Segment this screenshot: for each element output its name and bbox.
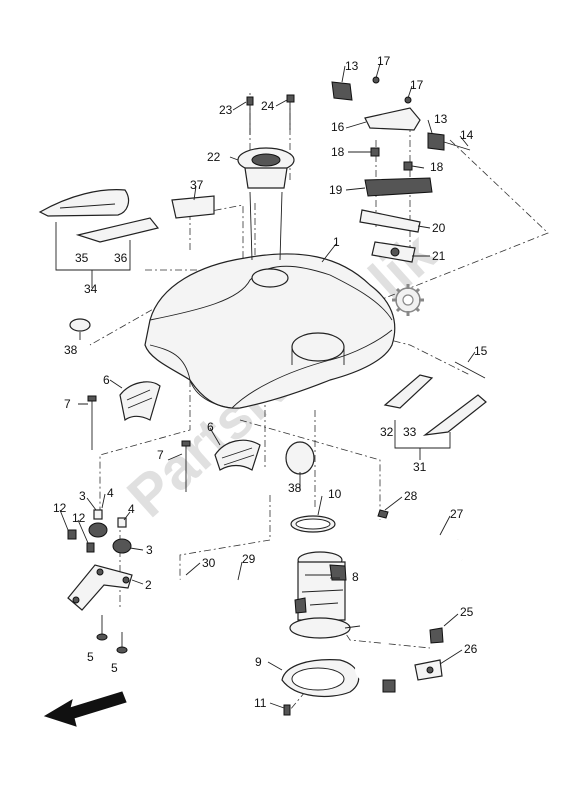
part-16-bracket — [364, 107, 421, 131]
gear-icon — [392, 284, 424, 316]
part-35-cover — [38, 189, 130, 217]
label-21: 21 — [432, 249, 446, 263]
label-34: 34 — [84, 282, 98, 296]
label-7-left: 7 — [64, 397, 71, 411]
label-2: 2 — [145, 578, 152, 592]
label-24: 24 — [261, 99, 275, 113]
label-30: 30 — [202, 556, 216, 570]
label-4-top: 4 — [107, 486, 114, 500]
label-36: 36 — [114, 251, 128, 265]
part-20-plate — [359, 209, 421, 233]
label-18-left: 18 — [331, 145, 345, 159]
label-32: 32 — [380, 425, 394, 439]
label-27: 27 — [450, 507, 464, 521]
label-28: 28 — [404, 489, 418, 503]
label-13-left: 13 — [345, 59, 359, 73]
part-2-bracket — [67, 564, 133, 611]
label-17-left: 17 — [377, 54, 391, 68]
label-26: 26 — [464, 642, 478, 656]
label-14: 14 — [460, 128, 474, 142]
label-25: 25 — [460, 605, 474, 619]
part-36-cover — [75, 217, 160, 243]
label-9: 9 — [255, 655, 262, 669]
label-22: 22 — [207, 150, 221, 164]
label-19: 19 — [329, 183, 343, 197]
label-38-center: 38 — [288, 481, 302, 495]
label-18-right: 18 — [430, 160, 444, 174]
part-33-cover — [422, 394, 487, 436]
label-6-upper: 6 — [103, 373, 110, 387]
part-32-cover — [383, 374, 434, 409]
part-38-pad-center — [285, 441, 315, 475]
tank-pump-opening — [291, 332, 345, 362]
part-27-hose — [387, 519, 463, 561]
label-1: 1 — [333, 235, 340, 249]
part-19-damper — [364, 177, 433, 197]
label-11: 11 — [254, 696, 267, 710]
label-10: 10 — [328, 487, 342, 501]
label-31: 31 — [413, 460, 427, 474]
part-8-fuel-pump — [289, 551, 361, 639]
label-12-left: 12 — [53, 501, 67, 515]
tank-filler-opening — [251, 268, 289, 288]
part-38-pad-left — [69, 318, 91, 332]
label-38-left: 38 — [64, 343, 78, 357]
front-direction-arrow-icon — [43, 691, 127, 727]
label-33: 33 — [403, 425, 417, 439]
label-37: 37 — [190, 178, 204, 192]
label-5-right: 5 — [111, 661, 118, 675]
label-6-lower: 6 — [207, 420, 214, 434]
label-16: 16 — [331, 120, 345, 134]
label-5-left: 5 — [87, 650, 94, 664]
label-12-center: 12 — [72, 511, 86, 525]
part-6-damper-lower — [214, 439, 261, 471]
label-35: 35 — [75, 251, 89, 265]
label-15: 15 — [474, 344, 488, 358]
label-8: 8 — [352, 570, 359, 584]
label-20: 20 — [432, 221, 446, 235]
label-29: 29 — [242, 552, 256, 566]
label-13-right: 13 — [434, 112, 448, 126]
part-37-tag — [171, 195, 215, 219]
label-7-center: 7 — [157, 448, 164, 462]
label-3-right: 3 — [146, 543, 153, 557]
label-4-right: 4 — [128, 502, 135, 516]
part-6-damper-upper — [119, 381, 161, 422]
label-23: 23 — [219, 103, 233, 117]
part-13-rubber-right — [427, 132, 445, 151]
callout-labels: 1 2 3 3 4 4 5 5 6 6 7 7 8 9 10 11 12 12 … — [53, 54, 488, 710]
part-1-fuel-tank — [144, 253, 396, 409]
leader-lines — [55, 63, 476, 709]
part-13-rubber-left — [331, 81, 353, 101]
label-17-right: 17 — [410, 78, 424, 92]
label-3-top: 3 — [79, 489, 86, 503]
